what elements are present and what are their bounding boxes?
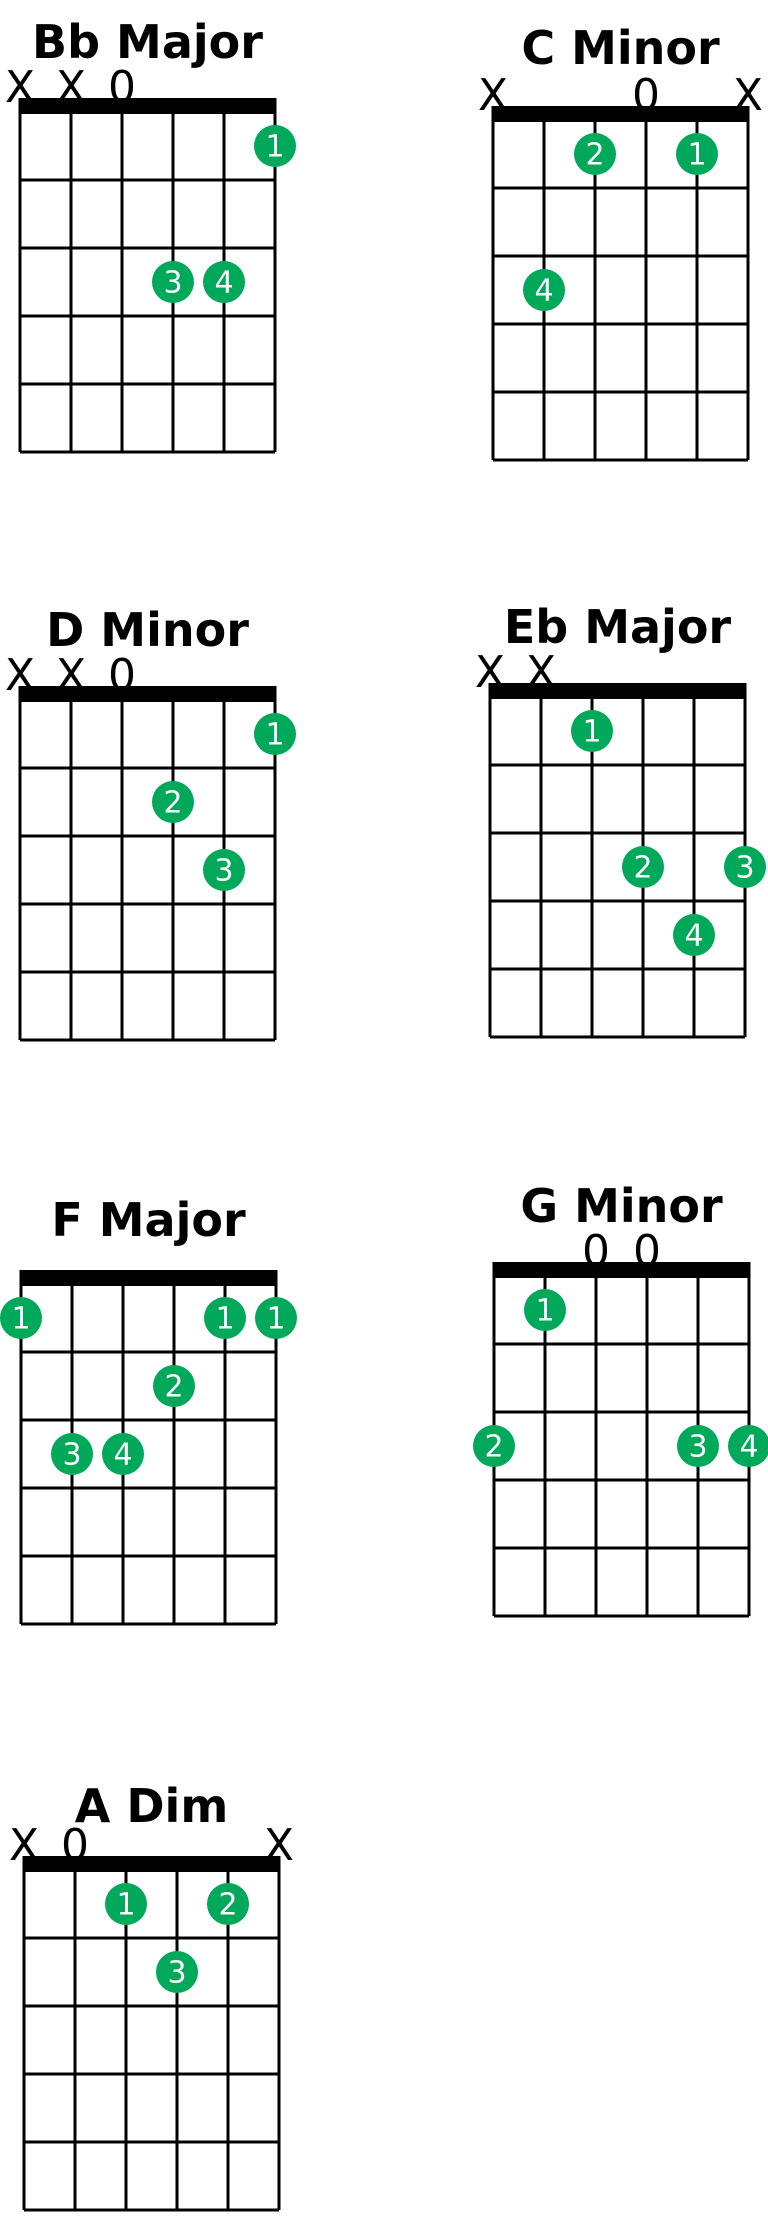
finger-dot [523, 269, 565, 311]
finger-dot [571, 710, 613, 752]
finger-dot [207, 1883, 249, 1925]
finger-dot [677, 1425, 719, 1467]
nut-bar [491, 106, 750, 122]
finger-number: 1 [11, 1302, 30, 1337]
finger-number: 3 [163, 266, 182, 301]
finger-dot [255, 1297, 297, 1339]
muted-string-marker: X [475, 647, 505, 698]
finger-number: 1 [687, 138, 706, 173]
open-string-marker: 0 [108, 62, 136, 113]
muted-string-marker: X [733, 70, 763, 121]
finger-number: 1 [266, 1302, 285, 1337]
finger-number: 1 [215, 1302, 234, 1337]
finger-number: 1 [582, 715, 601, 750]
muted-string-marker: X [264, 1820, 294, 1871]
finger-number: 2 [164, 1370, 183, 1405]
finger-dot [622, 846, 664, 888]
finger-number: 4 [534, 274, 553, 309]
open-string-marker: 0 [582, 1226, 610, 1277]
finger-dot [473, 1425, 515, 1467]
finger-number: 3 [62, 1438, 81, 1473]
finger-dot [51, 1433, 93, 1475]
nut-bar [488, 683, 747, 699]
finger-dot [105, 1883, 147, 1925]
finger-number: 2 [163, 786, 182, 821]
finger-dot [152, 261, 194, 303]
finger-number: 3 [735, 851, 754, 886]
open-string-marker: 0 [632, 70, 660, 121]
muted-string-marker: X [5, 650, 35, 701]
finger-dot [203, 849, 245, 891]
muted-string-marker: X [56, 62, 86, 113]
finger-number: 3 [167, 1956, 186, 1991]
finger-number: 1 [116, 1888, 135, 1923]
finger-dot [153, 1365, 195, 1407]
finger-dot [524, 1289, 566, 1331]
chord-title: C Minor [521, 21, 720, 75]
muted-string-marker: X [5, 62, 35, 113]
finger-number: 4 [113, 1438, 132, 1473]
finger-dot [156, 1951, 198, 1993]
nut-bar [22, 1856, 281, 1872]
finger-dot [254, 713, 296, 755]
chord-title: F Major [51, 1193, 246, 1247]
muted-string-marker: X [526, 647, 556, 698]
finger-number: 1 [535, 1294, 554, 1329]
finger-number: 2 [484, 1430, 503, 1465]
finger-number: 3 [214, 854, 233, 889]
chord-title: A Dim [75, 1779, 229, 1833]
finger-number: 3 [688, 1430, 707, 1465]
open-string-marker: 0 [108, 650, 136, 701]
nut-bar [18, 686, 277, 702]
finger-number: 1 [265, 718, 284, 753]
nut-bar [19, 1270, 278, 1286]
chord-title: G Minor [520, 1179, 723, 1233]
finger-dot [254, 125, 296, 167]
finger-dot [203, 261, 245, 303]
finger-dot [152, 781, 194, 823]
finger-dot [676, 133, 718, 175]
chord-title: Eb Major [504, 600, 732, 654]
finger-dot [102, 1433, 144, 1475]
nut-bar [492, 1262, 751, 1278]
finger-number: 2 [585, 138, 604, 173]
muted-string-marker: X [9, 1820, 39, 1871]
finger-dot [574, 133, 616, 175]
chord-title: Bb Major [32, 15, 263, 69]
finger-dot [204, 1297, 246, 1339]
finger-dot [0, 1297, 42, 1339]
finger-dot [724, 846, 766, 888]
nut-bar [18, 98, 277, 114]
muted-string-marker: X [478, 70, 508, 121]
finger-number: 4 [684, 919, 703, 954]
finger-number: 2 [218, 1888, 237, 1923]
finger-number: 1 [265, 130, 284, 165]
chord-title: D Minor [46, 603, 249, 657]
finger-dot [728, 1425, 768, 1467]
open-string-marker: 0 [61, 1820, 89, 1871]
finger-number: 4 [214, 266, 233, 301]
finger-dot [673, 914, 715, 956]
finger-number: 4 [739, 1430, 758, 1465]
finger-number: 2 [633, 851, 652, 886]
open-string-marker: 0 [633, 1226, 661, 1277]
muted-string-marker: X [56, 650, 86, 701]
